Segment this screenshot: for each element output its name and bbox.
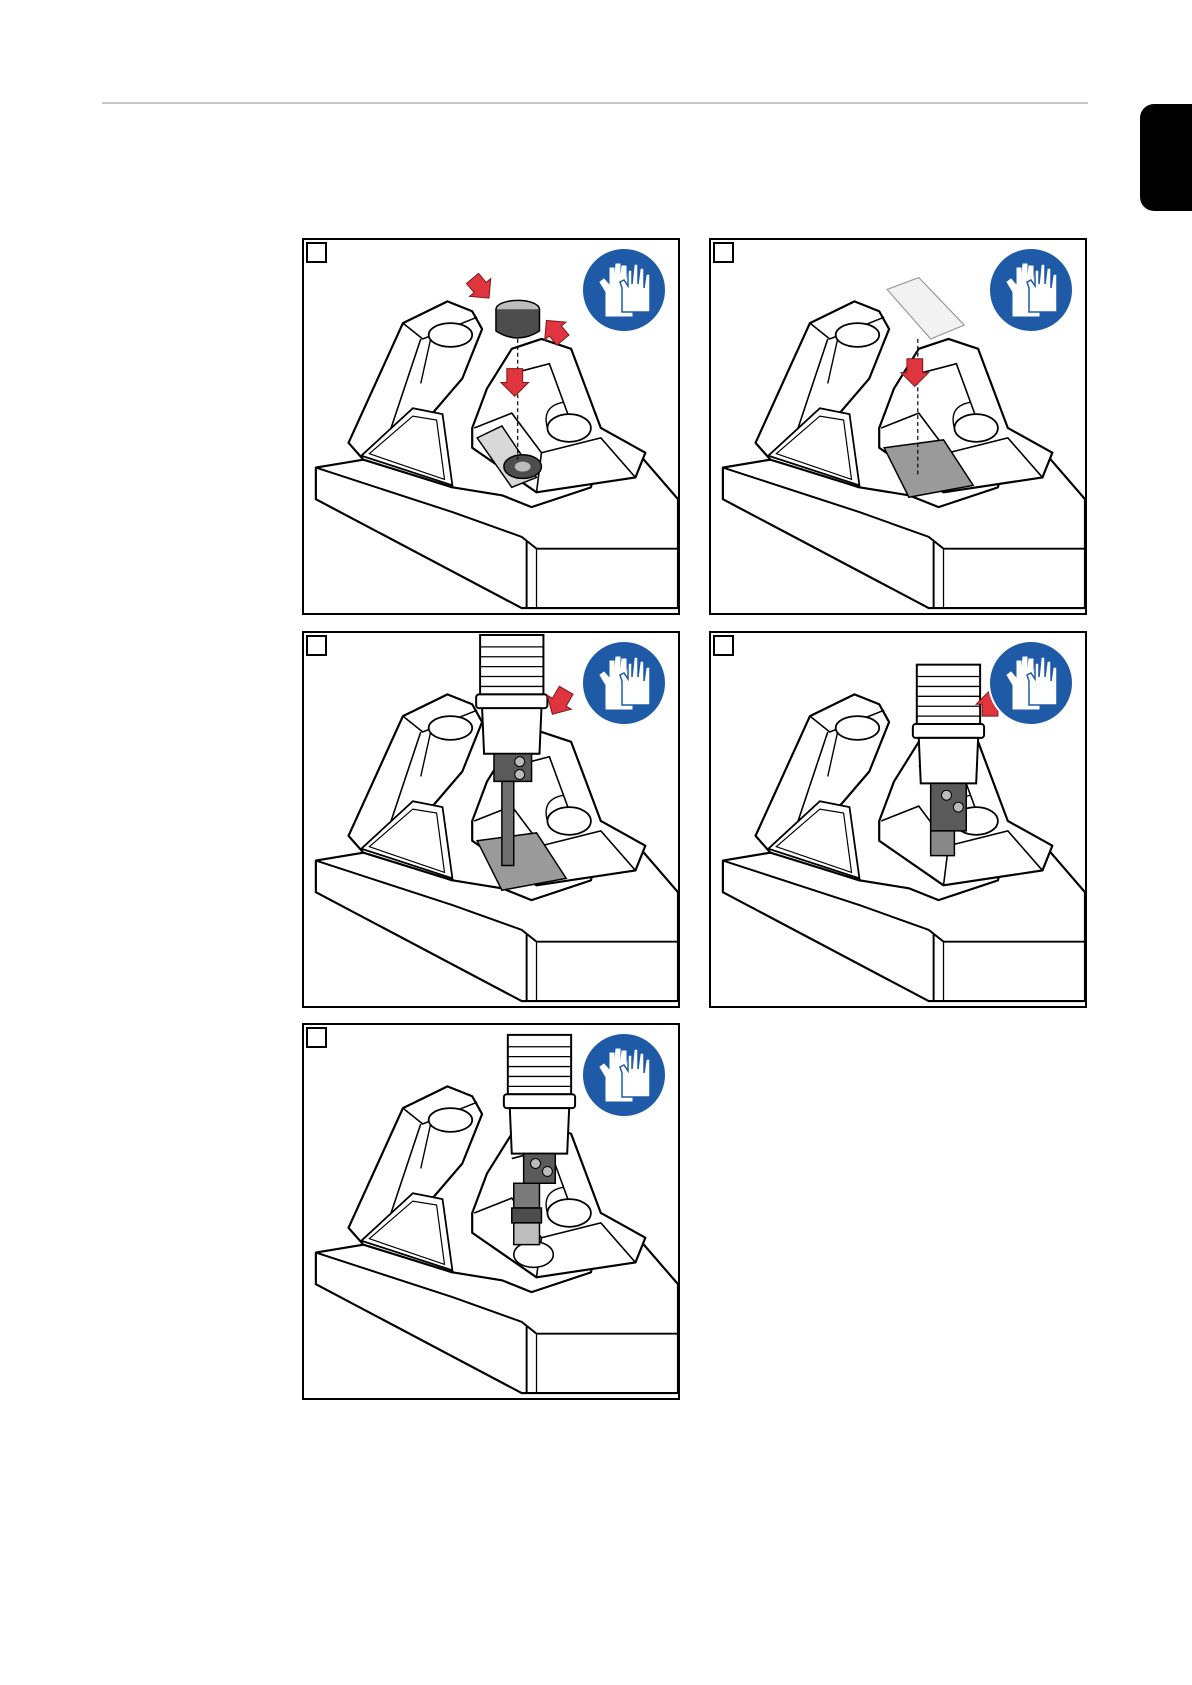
gloves-mandatory-icon	[987, 639, 1075, 727]
gloves-mandatory-icon	[987, 246, 1075, 334]
header-rule	[102, 102, 1088, 104]
gloves-mandatory-icon	[580, 1031, 668, 1119]
ring-part	[496, 300, 540, 338]
chapter-tab	[1140, 104, 1192, 211]
gloves-mandatory-icon	[580, 246, 668, 334]
step-panel-5	[302, 1023, 680, 1400]
step-panel-4	[709, 631, 1087, 1008]
gloves-mandatory-icon	[580, 639, 668, 727]
step-panel-1	[302, 238, 680, 615]
step-panel-3	[302, 631, 680, 1008]
step-panel-2	[709, 238, 1087, 615]
